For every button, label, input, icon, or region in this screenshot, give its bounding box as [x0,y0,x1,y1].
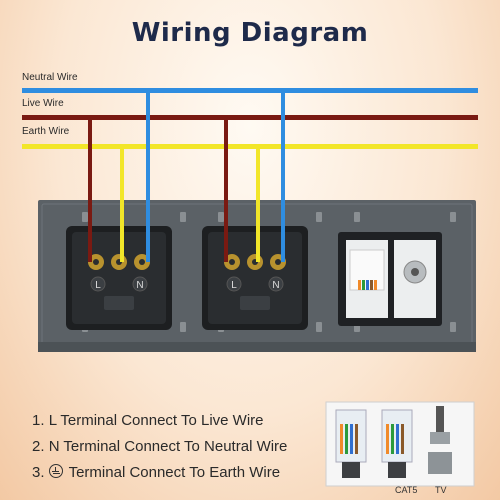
cat5-label: CAT5 [395,485,418,495]
instruction-text: L Terminal Connect To Live Wire [48,412,264,429]
instruction-item-3: 3. Terminal Connect To Earth Wire [32,462,287,488]
tv-connector-icon [428,406,452,474]
instruction-item-2: 2. N Terminal Connect To Neutral Wire [32,436,287,462]
socket-module-2: L N [202,226,308,330]
earth-wire-label: Earth Wire [22,126,70,137]
terminal-screw-live [247,254,263,270]
earth-wire-drop [256,146,260,262]
data-module [338,232,442,326]
tv-label: TV [435,485,447,495]
terminal-label-l: L [231,280,237,291]
earth-ground-icon [48,464,63,478]
instruction-number: 2. [32,438,45,455]
neutral-wire-drop [146,90,150,262]
tv-coax-jack [394,240,436,318]
instruction-number: 3. [32,464,45,481]
socket-module-1: L N [66,226,172,330]
wire-drops [88,90,285,262]
terminal-screw-live [111,254,127,270]
page-title: Wiring Diagram [131,18,369,48]
instruction-number: 1. [32,412,45,429]
connector-inset [325,401,475,487]
terminal-label-n: N [136,280,143,291]
earth-wire-drop [120,146,124,262]
instruction-text: N Terminal Connect To Neutral Wire [48,438,288,455]
terminal-label-l: L [95,280,101,291]
cat5-jack [346,240,388,318]
cat5-connector-icon [335,409,413,478]
instruction-item-1: 1. L Terminal Connect To Live Wire [32,410,287,436]
live-wire-drop [224,117,228,262]
instruction-text: Terminal Connect To Earth Wire [68,464,281,481]
instruction-list: 1. L Terminal Connect To Live Wire 2. N … [32,410,287,488]
neutral-wire-drop [281,90,285,262]
neutral-wire [22,88,478,93]
neutral-wire-label: Neutral Wire [22,72,78,83]
terminal-label-n: N [272,280,279,291]
live-wire-drop [88,117,92,262]
live-wire-label: Live Wire [22,98,64,109]
live-wire [22,115,478,120]
earth-wire [22,144,478,149]
